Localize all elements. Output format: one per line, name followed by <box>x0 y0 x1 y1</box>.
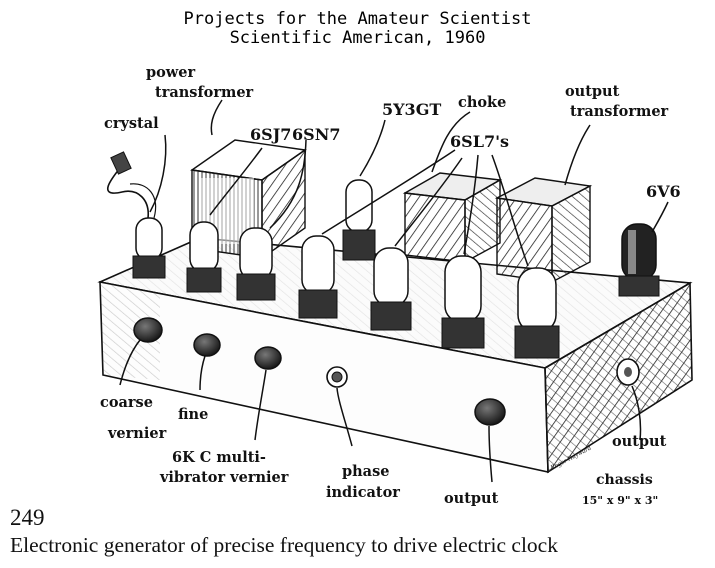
figure-caption: Electronic generator of precise frequenc… <box>10 533 558 557</box>
label-output-side: output <box>612 433 667 450</box>
label-transformer-power: transformer <box>155 84 254 101</box>
label-phase: phase <box>342 463 389 480</box>
label-6sl7s: 6SL7's <box>450 132 509 151</box>
leader-lines <box>119 99 669 483</box>
header-line-1: Projects for the Amateur Scientist <box>183 9 532 29</box>
label-power: power <box>146 64 196 81</box>
tube-6sj7 <box>186 221 222 293</box>
crystal-cord <box>107 151 157 219</box>
tube-6sl7-d <box>514 267 560 359</box>
output-knob <box>474 398 506 426</box>
label-multivibrator-1: 6K C multi- <box>172 449 266 466</box>
header-line-2: Scientific American, 1960 <box>229 28 486 48</box>
tube-6v6 <box>618 223 660 297</box>
label-coarse: coarse <box>100 394 153 411</box>
label-output-knob: output <box>444 490 499 507</box>
label-chassis: chassis <box>596 472 653 488</box>
label-output-transformer-1: output <box>565 83 620 100</box>
label-vernier: vernier <box>107 425 167 442</box>
choke <box>402 172 503 264</box>
coarse-vernier-knob <box>133 317 163 343</box>
label-chassis-dims: 15" x 9" x 3" <box>582 494 658 507</box>
phase-indicator-lamp <box>326 366 348 388</box>
tube-6sn7 <box>236 227 276 301</box>
tube-5y3gt <box>342 179 376 261</box>
output-transformer <box>494 177 593 284</box>
label-crystal: crystal <box>104 115 159 132</box>
label-5y3gt: 5Y3GT <box>382 100 441 119</box>
label-fine: fine <box>178 406 208 423</box>
figure-number: 249 <box>10 505 45 530</box>
label-6sn7: 6SN7 <box>292 125 340 144</box>
label-indicator: indicator <box>326 484 400 501</box>
multivibrator-vernier-knob <box>254 346 282 370</box>
label-6v6: 6V6 <box>646 182 681 201</box>
output-jack-side <box>616 358 640 386</box>
label-output-transformer-2: transformer <box>570 103 669 120</box>
chassis-front-left-texture <box>100 282 160 380</box>
label-6sj7: 6SJ7 <box>250 125 291 144</box>
label-multivibrator-2: vibrator vernier <box>159 469 289 486</box>
tube-crystal <box>132 217 166 279</box>
fine-vernier-knob <box>193 333 221 357</box>
label-choke: choke <box>458 94 506 111</box>
tube-6sl7-a <box>298 235 338 319</box>
tube-6sl7-b <box>370 247 412 331</box>
tube-6sl7-c <box>441 255 485 349</box>
